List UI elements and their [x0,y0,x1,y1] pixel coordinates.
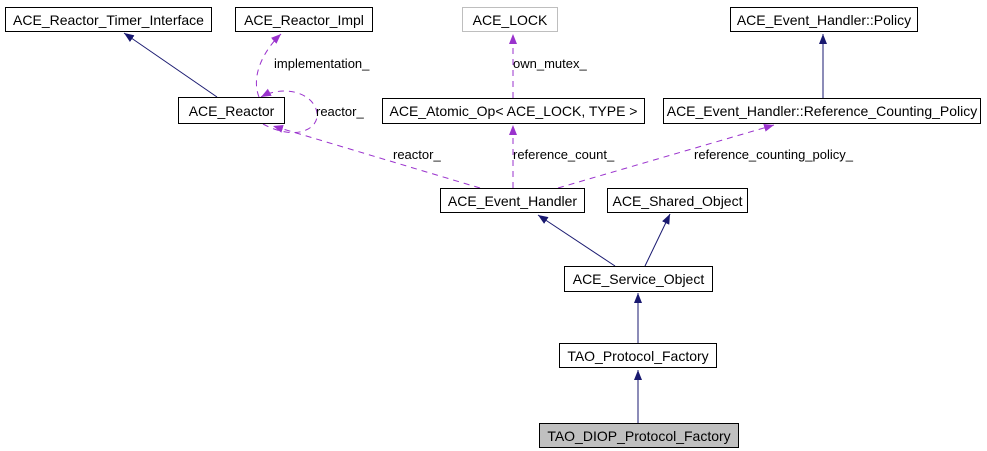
class-node-label: ACE_Shared_Object [612,192,743,209]
edge-label-ace-reactor-ace-reactor: reactor_ [316,104,364,119]
class-node-tao-diop-protocol-factory: TAO_DIOP_Protocol_Factory [539,423,739,448]
class-node-ace-lock: ACE_LOCK [462,7,558,32]
inheritance-edge-ace-reactor-to-ace-reactor-timer-interface [123,32,218,98]
class-node-label: ACE_Reactor_Timer_Interface [13,11,204,28]
edge-label-ace-event-handler-ace-atomic-op: reference_count_ [513,147,615,162]
usage-edge-ace-reactor-to-ace-reactor-impl [255,33,282,98]
class-node-ace-shared-object[interactable]: ACE_Shared_Object [607,188,748,213]
class-node-label: ACE_Event_Handler [447,192,578,209]
class-node-ace-event-handler-reference-counting-policy[interactable]: ACE_Event_Handler::Reference_Counting_Po… [663,98,981,124]
class-node-label: TAO_DIOP_Protocol_Factory [547,427,731,444]
usage-edge-ace-event-handler-to-ace-reactor [272,125,481,189]
edge-label-ace-reactor-ace-reactor-impl: implementation_ [274,56,370,71]
class-node-label: ACE_LOCK [472,11,548,28]
inheritance-edge-ace-service-object-to-ace-shared-object [644,213,671,267]
edge-label-ace-event-handler-ace-reactor: reactor_ [393,147,441,162]
inheritance-edge-ace-service-object-to-ace-event-handler [537,214,616,267]
class-node-ace-atomic-op[interactable]: ACE_Atomic_Op< ACE_LOCK, TYPE > [382,98,645,124]
class-node-ace-event-handler[interactable]: ACE_Event_Handler [440,188,585,213]
class-node-label: TAO_Protocol_Factory [567,347,709,364]
class-node-tao-protocol-factory[interactable]: TAO_Protocol_Factory [559,343,717,368]
class-node-label: ACE_Atomic_Op< ACE_LOCK, TYPE > [389,103,638,119]
class-node-label: ACE_Reactor [188,102,275,119]
class-node-ace-event-handler-policy[interactable]: ACE_Event_Handler::Policy [730,7,918,32]
class-node-label: ACE_Event_Handler::Policy [736,11,912,28]
class-node-ace-service-object[interactable]: ACE_Service_Object [564,266,713,292]
class-node-label: ACE_Event_Handler::Reference_Counting_Po… [666,103,978,119]
usage-edge-ace-reactor-to-ace-reactor [260,88,318,134]
edge-label-ace-event-handler-ace-event-handler-reference-counting-policy: reference_counting_policy_ [694,147,853,162]
class-node-label: ACE_Service_Object [572,271,705,287]
usage-edge-ace-event-handler-to-ace-event-handler-reference-counting-policy [557,123,775,189]
class-node-ace-reactor[interactable]: ACE_Reactor [178,97,285,124]
class-node-label: ACE_Reactor_Impl [244,11,364,28]
class-node-ace-reactor-timer-interface[interactable]: ACE_Reactor_Timer_Interface [5,7,212,32]
class-node-ace-reactor-impl[interactable]: ACE_Reactor_Impl [235,7,373,32]
edge-label-ace-atomic-op-ace-lock: own_mutex_ [513,56,587,71]
